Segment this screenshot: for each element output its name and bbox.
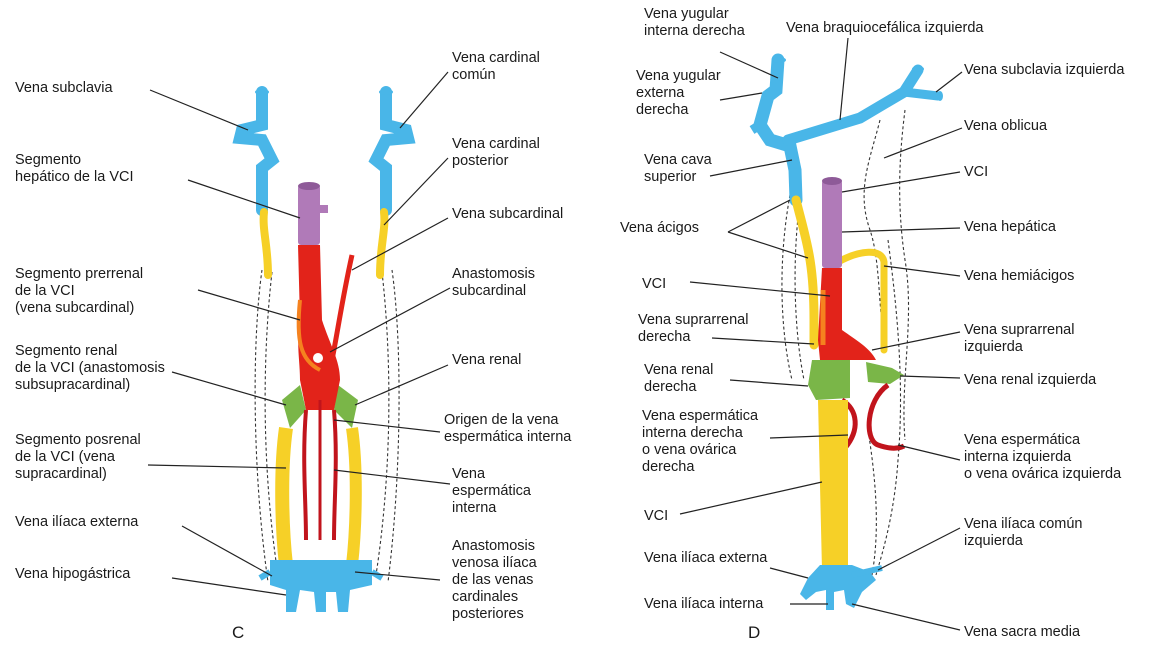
c-spermatic-left (304, 410, 306, 540)
c-dashed-outline-left (255, 270, 278, 582)
label-d-espermatica-izq: Vena espermática interna izquierda o ven… (964, 432, 1122, 482)
label-c-cardinal-posterior: Vena cardinal posterior (452, 136, 544, 169)
d-azigos (796, 200, 814, 345)
label-c-iliaca-externa: Vena ilíaca externa (15, 514, 139, 530)
d-hepatic-segment (822, 180, 842, 268)
d-ivc-red (818, 268, 876, 360)
label-d-oblicua: Vena oblicua (964, 118, 1048, 134)
d-superior-veins (752, 57, 943, 200)
label-d-vci-mid: VCI (642, 276, 666, 292)
label-c-origen: Origen de la vena espermática interna (444, 412, 572, 445)
label-c-anastomosis-iliaca: Anastomosis venosa ilíaca de las venas c… (452, 538, 541, 622)
c-left-subclavian-tree (240, 89, 272, 210)
label-d-iliaca-comun: Vena ilíaca común izquierda (964, 516, 1087, 549)
panel-d-letter: D (748, 623, 760, 642)
label-d-cava-superior: Vena cava superior (644, 152, 716, 185)
d-spermatic-left (869, 385, 904, 448)
d-ivc-lower (818, 400, 848, 570)
label-c-anastomosis-subcardinal: Anastomosis subcardinal (452, 266, 539, 299)
c-anastomosis-knot (313, 353, 323, 363)
label-d-hemiacigos: Vena hemiácigos (964, 268, 1074, 284)
label-c-subcardinal: Vena subcardinal (452, 206, 563, 222)
c-right-subclavian-tree (376, 89, 408, 210)
c-subcardinal-right (332, 255, 352, 360)
d-renal-segment (808, 360, 850, 400)
label-d-suprarrenal-der: Vena suprarrenal derecha (638, 312, 752, 345)
label-d-renal-der: Vena renal derecha (644, 362, 717, 395)
label-d-braquiocefalica: Vena braquiocefálica izquierda (786, 20, 984, 36)
c-hepatic-branch (318, 205, 328, 213)
d-dashed-ghost-4 (782, 195, 792, 380)
label-d-iliaca-interna: Vena ilíaca interna (644, 596, 764, 612)
label-c-subclavia: Vena subclavia (15, 80, 113, 96)
label-c-renal-segmento: Segmento renal de la VCI (anastomosis su… (15, 343, 169, 393)
label-d-acigos: Vena ácigos (620, 220, 699, 236)
label-c-hipogastrica: Vena hipogástrica (15, 566, 131, 582)
d-iliac-veins (800, 565, 882, 610)
c-hepatic-segment (298, 185, 320, 245)
label-c-espermatica: Vena espermática interna (452, 466, 535, 516)
panel-d-vessels (680, 38, 962, 630)
panel-c-letter: C (232, 623, 244, 642)
label-d-yugular-externa: Vena yugular externa derecha (636, 68, 725, 118)
d-dashed-ghost-3 (876, 240, 901, 575)
label-c-vena-renal: Vena renal (452, 352, 521, 368)
label-d-renal-izq: Vena renal izquierda (964, 372, 1097, 388)
label-d-hepatica: Vena hepática (964, 219, 1057, 235)
label-d-sacra-media: Vena sacra media (964, 624, 1081, 640)
d-left-renal (866, 362, 904, 384)
c-posrenal-left (282, 428, 286, 565)
d-hepatic-top (822, 177, 842, 185)
c-left-posterior-cardinal-upper (264, 212, 268, 275)
label-d-vci-low: VCI (644, 508, 668, 524)
c-right-posterior-cardinal-upper (380, 212, 384, 275)
panel-c-vessels (148, 72, 450, 612)
label-d-subclavia-izq: Vena subclavia izquierda (964, 62, 1125, 78)
label-d-vci-top: VCI (964, 164, 988, 180)
c-hepatic-top (298, 182, 320, 190)
label-d-espermatica-der: Vena espermática interna derecha o vena … (642, 408, 762, 475)
c-iliac-anastomosis (260, 560, 382, 612)
label-c-cardinal-comun: Vena cardinal común (452, 50, 544, 83)
c-posrenal-right (352, 428, 356, 565)
label-c-prerrenal: Segmento prerrenal de la VCI (vena subca… (15, 266, 147, 316)
label-d-yugular-interna: Vena yugular interna derecha (644, 6, 746, 39)
label-d-suprarrenal-izq: Vena suprarrenal izquierda (964, 322, 1078, 355)
label-c-hepatico: Segmento hepático de la VCI (15, 152, 134, 185)
d-dashed-ghost-6 (868, 430, 876, 575)
panel-d-labels: Vena yugular interna derecha Vena braqui… (620, 6, 1125, 642)
c-spermatic-right (334, 410, 336, 540)
label-c-posrenal: Segmento posrenal de la VCI (vena suprac… (15, 432, 145, 482)
label-d-iliaca-externa: Vena ilíaca externa (644, 550, 768, 566)
panel-c-labels: Vena subclavia Vena cardinal común Vena … (15, 50, 572, 642)
